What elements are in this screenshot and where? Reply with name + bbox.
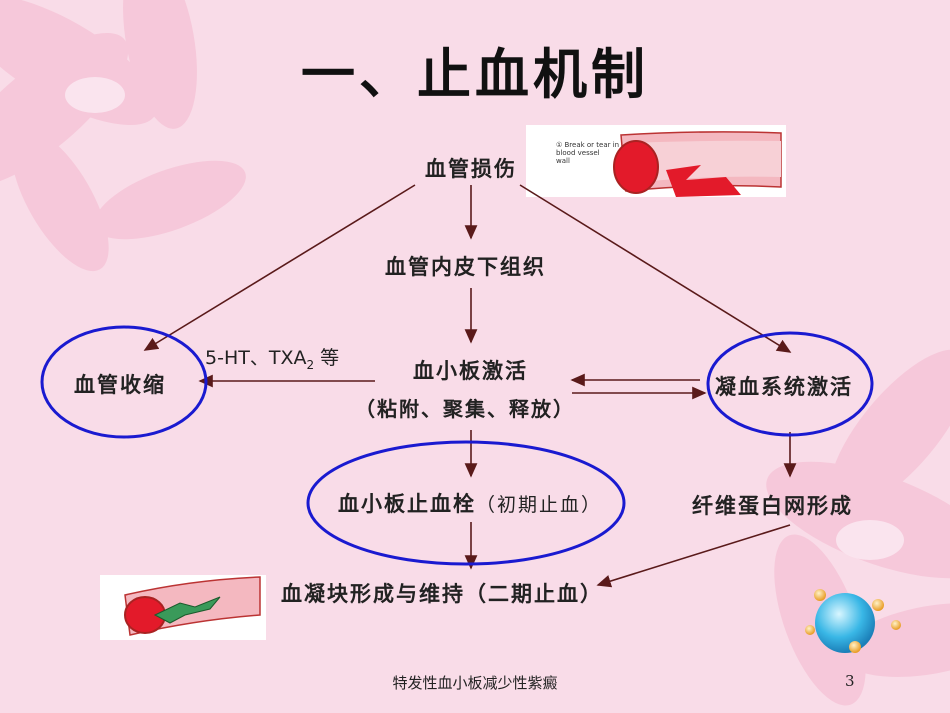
- label-mediators: 5-HT、TXA2 等: [205, 343, 339, 372]
- node-subendothelium: 血管内皮下组织: [385, 255, 546, 279]
- mediators-prefix: 5-HT、TXA: [205, 347, 307, 369]
- ellipse-vasoconstriction: [40, 325, 208, 439]
- node-fibrin-net: 纤维蛋白网形成: [692, 494, 853, 518]
- node-platelet-plug: 血小板止血栓（初期止血）: [338, 488, 602, 518]
- inset-caption-line3: wall: [556, 157, 570, 165]
- mediators-subscript: 2: [306, 357, 315, 372]
- ellipse-coagulation: [706, 331, 874, 437]
- arrow-fibrin-to-clot: [596, 524, 791, 588]
- node-vessel-injury: 血管损伤: [425, 157, 517, 181]
- node-platelet-detail: （粘附、聚集、释放）: [355, 397, 575, 421]
- node-coagulation-activation: 凝血系统激活: [715, 375, 853, 399]
- molecule-decoration: [805, 589, 901, 653]
- inset-caption-line2: blood vessel: [556, 149, 600, 157]
- platelet-plug-note: （初期止血）: [476, 494, 603, 516]
- vessel-break-image: ① Break or tear in blood vessel wall: [526, 125, 786, 197]
- footer-text: 特发性血小板减少性紫癜: [392, 674, 558, 692]
- slide-title: 一、止血机制: [301, 43, 649, 106]
- vessel-break-illustration: [613, 131, 782, 197]
- node-platelet-activation: 血小板激活: [413, 359, 528, 383]
- page-number: 3: [845, 672, 855, 690]
- arrow-injury-to-coagulation: [519, 184, 792, 353]
- node-vasoconstriction: 血管收缩: [74, 373, 166, 397]
- platelet-plug-label: 血小板止血栓: [338, 492, 476, 516]
- mediators-suffix: 等: [314, 347, 340, 369]
- clot-image: [100, 575, 266, 640]
- node-clot: 血凝块形成与维持（二期止血）: [281, 582, 603, 606]
- arrow-injury-to-vasoconstriction: [143, 184, 416, 351]
- inset-caption-line1: ① Break or tear in: [556, 141, 620, 149]
- clot-illustration: [124, 576, 261, 636]
- ellipse-platelet-plug: [306, 440, 626, 566]
